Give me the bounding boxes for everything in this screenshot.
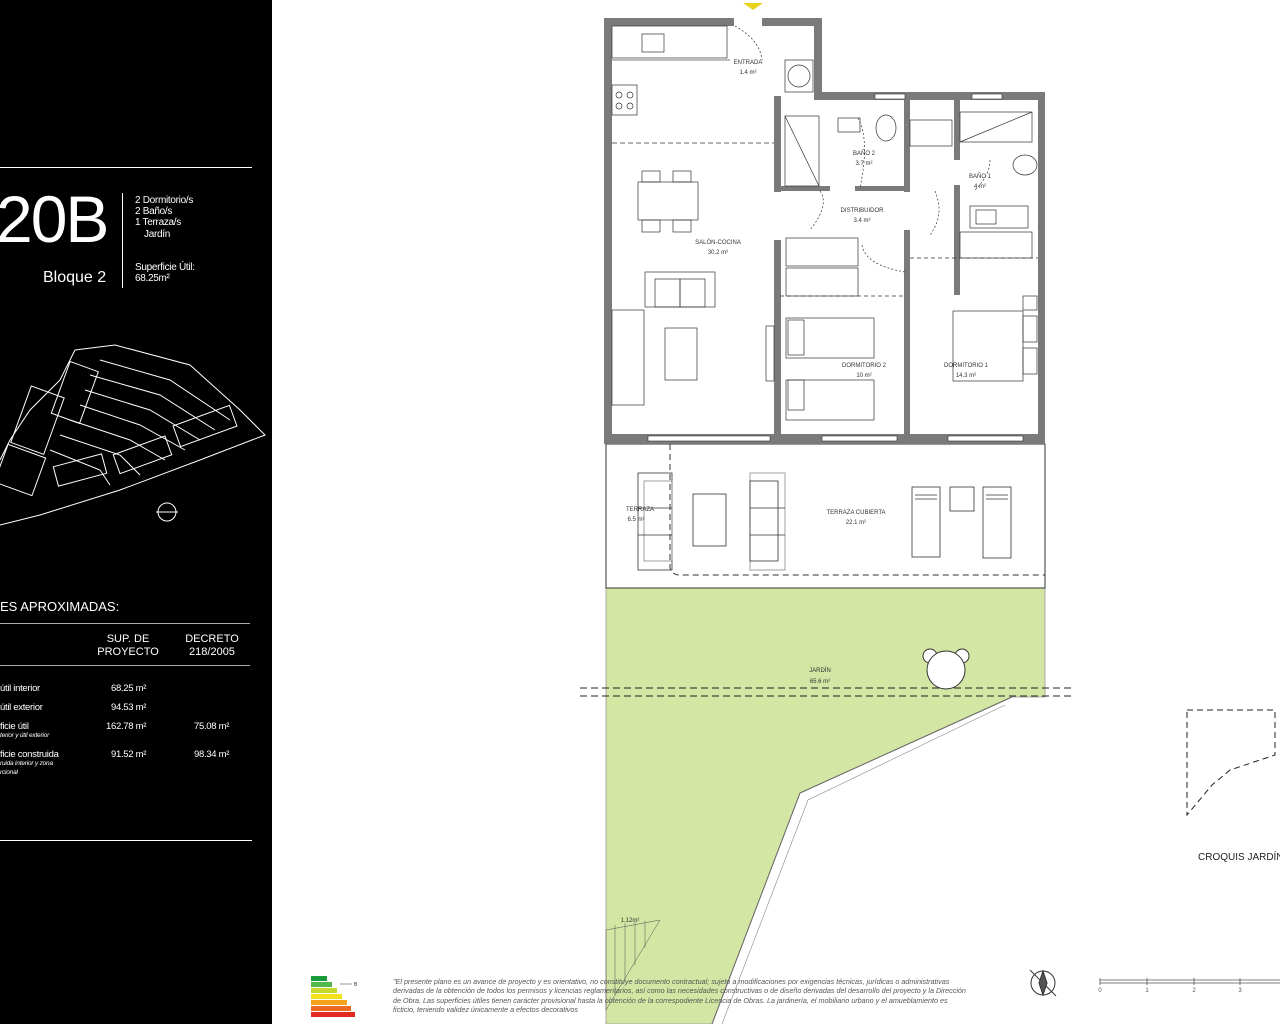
croquis-label: CROQUIS JARDÍN — [1198, 852, 1280, 863]
north-compass-icon — [1029, 969, 1057, 997]
row-note: terior y útil exterior — [0, 732, 50, 739]
room-name: BAÑO 2 — [853, 150, 876, 157]
room-area: 65.6 m² — [810, 679, 830, 685]
feature-bathrooms: 2 Baño/s — [135, 206, 173, 217]
tree-icon — [922, 648, 970, 690]
garden-area — [605, 587, 1046, 1024]
room-name: SALÓN-COCINA — [695, 239, 741, 246]
divider — [0, 167, 252, 168]
row-label: ficie construida — [0, 749, 59, 760]
room-area: 6.5 m² — [627, 517, 644, 523]
header-decreto-2: 218/2005 — [189, 646, 235, 658]
divider — [122, 193, 123, 288]
room-name: BAÑO 1 — [969, 173, 992, 180]
energy-label-icon: B — [311, 976, 358, 1017]
floor-plan: ENTRADA 1.4 m² BAÑO 2 3.7 m² BAÑO 1 4 m² DI… — [311, 3, 1280, 1024]
info-panel: 20B Bloque 2 2 Dormitorio/s 2 Baño/s 1 T… — [0, 0, 272, 1024]
feature-bedrooms: 2 Dormitorio/s — [135, 195, 194, 206]
divider — [0, 840, 252, 841]
room-name: ENTRADA — [734, 60, 763, 66]
feature-garden: Jardín — [144, 229, 170, 240]
divider — [0, 623, 250, 624]
room-area: 22.1 m² — [846, 520, 866, 526]
row-note: ruida interior y zona — [0, 760, 53, 767]
row-decreto: 98.34 m² — [194, 749, 230, 760]
feature-terraces: 1 Terraza/s — [135, 217, 181, 228]
room-name: TERRAZA CUBIERTA — [826, 510, 885, 516]
unit-code: 20B — [0, 182, 109, 256]
room-area: 1.4 m² — [739, 70, 756, 76]
surface-label: Superficie Útil: — [135, 262, 195, 273]
divider — [0, 665, 250, 666]
row-proyecto: 91.52 m² — [111, 749, 147, 760]
scale-bar — [1099, 978, 1280, 985]
room-name: DORMITORIO 2 — [842, 363, 887, 369]
row-proyecto: 94.53 m² — [111, 702, 147, 713]
row-proyecto: 68.25 m² — [111, 683, 147, 694]
room-area: 3.4 m² — [853, 218, 870, 224]
scale-tick: 0 — [1098, 988, 1102, 994]
scale-tick: 2 — [1192, 988, 1196, 994]
surface-value: 68.25m² — [135, 273, 170, 284]
scale-tick: 1 — [1145, 988, 1149, 994]
room-area: 3.7 m² — [855, 161, 872, 167]
row-decreto: 75.08 m² — [194, 721, 230, 732]
room-name: TERRAZA — [626, 507, 654, 513]
room-name: DORMITORIO 1 — [944, 363, 989, 369]
scale-tick: 3 — [1238, 988, 1242, 994]
room-area: 30.2 m² — [708, 250, 728, 256]
room-area: 1.12m² — [621, 918, 640, 924]
room-name: JARDÍN — [809, 667, 831, 674]
site-axonometric — [0, 344, 266, 526]
north-icon — [156, 502, 178, 522]
table-title: ES APROXIMADAS: — [0, 599, 120, 614]
svg-text:B: B — [354, 982, 358, 988]
row-note: rcional — [0, 769, 18, 776]
disclaimer-text: "El presente plano es un avance de proye… — [393, 977, 966, 1014]
header-proyecto-1: SUP. DE — [106, 633, 150, 645]
row-label: útil exterior — [0, 702, 43, 713]
row-label: ficie útil — [0, 721, 29, 732]
header-decreto-1: DECRETO — [185, 633, 239, 645]
room-area: 4 m² — [974, 184, 986, 190]
room-labels: ENTRADA 1.4 m² BAÑO 2 3.7 m² BAÑO 1 4 m² DI… — [621, 60, 992, 924]
row-proyecto: 162.78 m² — [106, 721, 147, 732]
room-area: 14.3 m² — [956, 373, 976, 379]
entrance-marker-icon — [743, 3, 763, 10]
header-proyecto-2: PROYECTO — [97, 646, 159, 658]
room-area: 10 m² — [856, 373, 871, 379]
room-name: DISTRIBUIDOR — [840, 208, 884, 214]
block-label: Bloque 2 — [43, 269, 107, 286]
row-label: útil interior — [0, 683, 40, 694]
